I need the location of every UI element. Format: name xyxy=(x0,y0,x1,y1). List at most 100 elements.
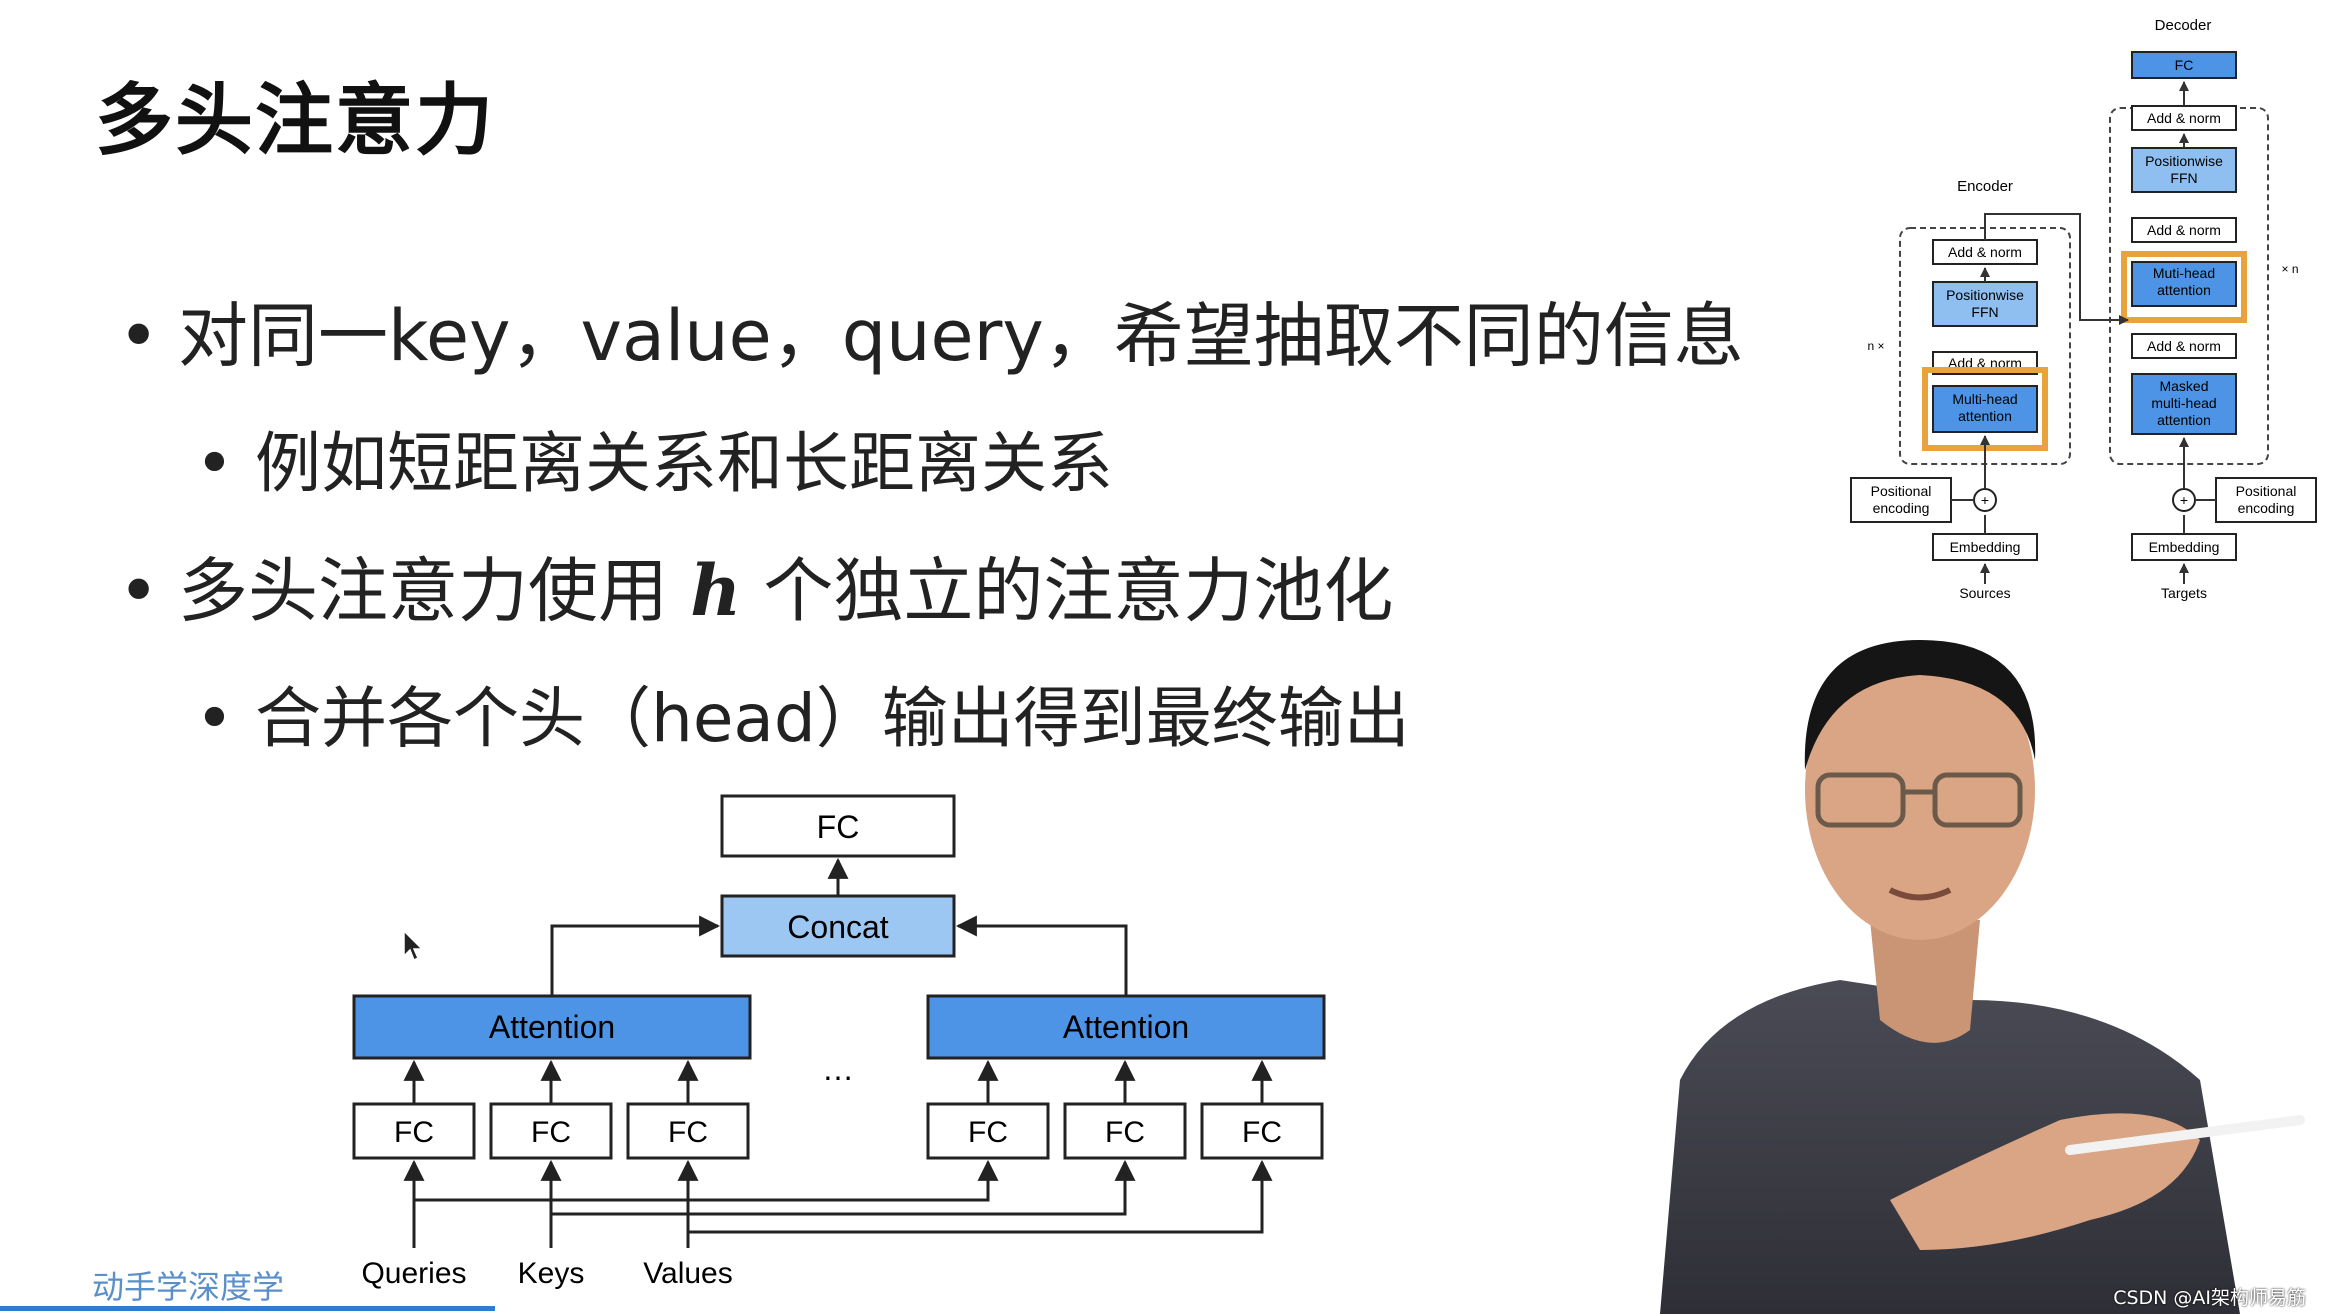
dec-mha xyxy=(2131,261,2237,307)
fc-right-2-label: FC xyxy=(1105,1116,1145,1149)
input-values: Values xyxy=(643,1257,733,1290)
encoder-label: Encoder xyxy=(1957,178,2013,195)
decoder-fc-label: FC xyxy=(2175,57,2194,73)
bullet-3-text-pre: 多头注意力使用 xyxy=(178,550,691,632)
dec-masked xyxy=(2131,373,2237,435)
bullet-dot: • xyxy=(195,680,234,757)
sources-label: Sources xyxy=(1959,585,2010,601)
fc-left-1-label: FC xyxy=(394,1116,434,1149)
fc-right-1-label: FC xyxy=(968,1116,1008,1149)
fc-top-box xyxy=(720,794,956,858)
shirt xyxy=(1660,980,2240,1314)
dec-masked-label-2: multi-head xyxy=(2151,395,2216,411)
dec-ffn xyxy=(2131,147,2237,193)
enc-dec-link xyxy=(1984,213,2129,325)
bullet-4: • 合并各个头（head）输出得到最终输出 xyxy=(195,665,1410,761)
fc-left-1 xyxy=(352,1102,476,1160)
embedding-left xyxy=(1932,533,2038,561)
mouse-cursor-icon xyxy=(403,930,423,962)
bullet-1-text: 对同一key，value，query，希望抽取不同的信息 xyxy=(178,295,1744,377)
slide-title: 多头注意力 xyxy=(95,76,496,166)
bullet-dot: • xyxy=(118,295,160,377)
targets-label: Targets xyxy=(2161,585,2207,601)
dec-ffn-label-2: FFN xyxy=(2170,170,2197,186)
attention-left-box xyxy=(352,994,752,1060)
arrow-attn-right-concat xyxy=(955,915,1128,996)
input-routing-lines xyxy=(403,1159,1273,1248)
decoder-label: Decoder xyxy=(2155,17,2212,34)
pos-enc-right-label-2: encoding xyxy=(2238,500,2295,516)
decoder-n-times: × n xyxy=(2281,262,2298,276)
enc-mha xyxy=(1932,385,2038,433)
bullet-3: •多头注意力使用 h 个独立的注意力池化 xyxy=(118,535,1393,636)
fc-to-attention-arrows xyxy=(403,1059,1273,1104)
dec-add-norm-top-label: Add & norm xyxy=(2147,110,2221,126)
dec-mha-label-2: attention xyxy=(2157,282,2211,298)
encoder-n-times: n × xyxy=(1867,339,1884,353)
dec-add-norm-low-label: Add & norm xyxy=(2147,338,2221,354)
bullet-3-var: h xyxy=(690,549,742,632)
dec-add-norm-top xyxy=(2131,105,2237,131)
bullet-2-text: 例如短距离关系和长距离关系 xyxy=(255,425,1113,502)
plus-left-glyph: + xyxy=(1981,492,1989,508)
dec-mha-label-1: Muti-head xyxy=(2153,265,2215,281)
transformer-arrows xyxy=(1951,81,2216,584)
presenter-video xyxy=(1660,640,2305,1314)
embedding-left-label: Embedding xyxy=(1950,539,2021,555)
attention-left-label: Attention xyxy=(489,1009,615,1045)
footer-accent-line xyxy=(0,1306,495,1311)
enc-mha-label-2: attention xyxy=(1958,408,2012,424)
mouth xyxy=(1888,887,1952,901)
fc-right-1 xyxy=(926,1102,1050,1160)
transformer-diagram: Decoder Encoder n × × n FC Add & norm Po… xyxy=(1850,17,2317,601)
bullet-1: •对同一key，value，query，希望抽取不同的信息 xyxy=(118,280,1744,381)
fc-left-2-label: FC xyxy=(531,1116,571,1149)
dec-add-norm-mid xyxy=(2131,217,2237,243)
bullet-4-text: 合并各个头（head）输出得到最终输出 xyxy=(255,680,1410,757)
bullet-dot: • xyxy=(118,550,160,632)
enc-ffn-label-1: Positionwise xyxy=(1946,287,2024,303)
decoder-block xyxy=(2109,107,2269,465)
enc-ffn xyxy=(1932,281,2038,327)
bullet-2: • 例如短距离关系和长距离关系 xyxy=(195,410,1113,506)
enc-mha-label-1: Multi-head xyxy=(1952,391,2017,407)
concat-label: Concat xyxy=(787,909,889,945)
arrow-attn-left-concat xyxy=(550,915,721,996)
glasses-icon xyxy=(1815,772,2023,828)
watermark: CSDN @AI架构师易筋 xyxy=(2113,1287,2306,1309)
fc-left-3-label: FC xyxy=(668,1116,708,1149)
input-keys: Keys xyxy=(518,1257,585,1290)
pos-enc-right xyxy=(2215,477,2317,523)
neck xyxy=(1870,920,1980,1043)
embedding-right-label: Embedding xyxy=(2149,539,2220,555)
attention-right-label: Attention xyxy=(1063,1009,1189,1045)
fc-left-3 xyxy=(626,1102,750,1160)
attention-right-box xyxy=(926,994,1326,1060)
plus-right-glyph: + xyxy=(2180,492,2188,508)
dec-masked-label-3: attention xyxy=(2157,412,2211,428)
enc-ffn-label-2: FFN xyxy=(1971,304,1998,320)
bullet-3-text-post: 个独立的注意力池化 xyxy=(741,550,1394,632)
dec-add-norm-mid-label: Add & norm xyxy=(2147,222,2221,238)
dec-ffn-label-1: Positionwise xyxy=(2145,153,2223,169)
concat-box xyxy=(720,894,956,958)
input-queries: Queries xyxy=(361,1257,466,1290)
decoder-fc xyxy=(2131,51,2237,79)
dec-mha-highlight xyxy=(2121,251,2247,323)
dec-add-norm-low xyxy=(2131,333,2237,359)
bullet-dot: • xyxy=(195,425,234,502)
pos-enc-left-label-1: Positional xyxy=(1871,483,1932,499)
fc-top-label: FC xyxy=(817,809,860,845)
fc-right-3-label: FC xyxy=(1242,1116,1282,1149)
hair xyxy=(1804,640,2036,770)
ellipsis: … xyxy=(822,1051,854,1087)
fc-left-2 xyxy=(489,1102,613,1160)
enc-add-norm-top-label: Add & norm xyxy=(1948,244,2022,260)
pos-enc-right-label-1: Positional xyxy=(2236,483,2297,499)
pen xyxy=(2065,1115,2305,1155)
pos-enc-left xyxy=(1850,477,1952,523)
footer-brand: 动手学深度学 xyxy=(92,1268,285,1306)
dec-masked-label-1: Masked xyxy=(2159,378,2208,394)
